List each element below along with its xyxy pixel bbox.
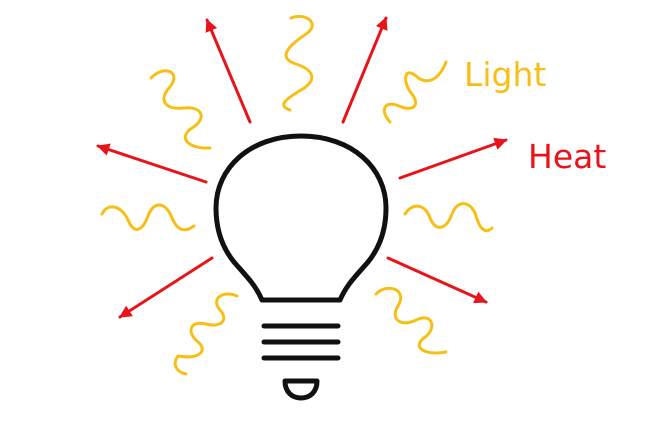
heat-arrow-left	[96, 143, 208, 184]
light-rays	[100, 15, 494, 376]
heat-arrow-right	[398, 137, 508, 180]
heat-arrow-top-right	[341, 16, 388, 124]
light-wave-right	[403, 202, 494, 233]
light-label: Light	[464, 55, 547, 94]
heat-label: Heat	[528, 137, 607, 176]
bulb-cap	[282, 378, 320, 401]
heat-arrow-bottom-right	[386, 256, 488, 304]
heat-rays	[96, 16, 508, 319]
light-bulb-icon	[213, 133, 389, 401]
bulb-glass	[213, 133, 389, 303]
heat-arrow-bottom-left	[118, 256, 214, 319]
light-wave-top	[282, 15, 314, 112]
heat-arrow-top-left	[205, 18, 252, 124]
light-wave-bottom-left	[173, 292, 239, 376]
light-wave-top-right	[382, 60, 448, 124]
light-wave-bottom-right	[374, 286, 448, 355]
light-wave-top-left	[149, 69, 212, 150]
light-wave-left	[100, 203, 196, 232]
